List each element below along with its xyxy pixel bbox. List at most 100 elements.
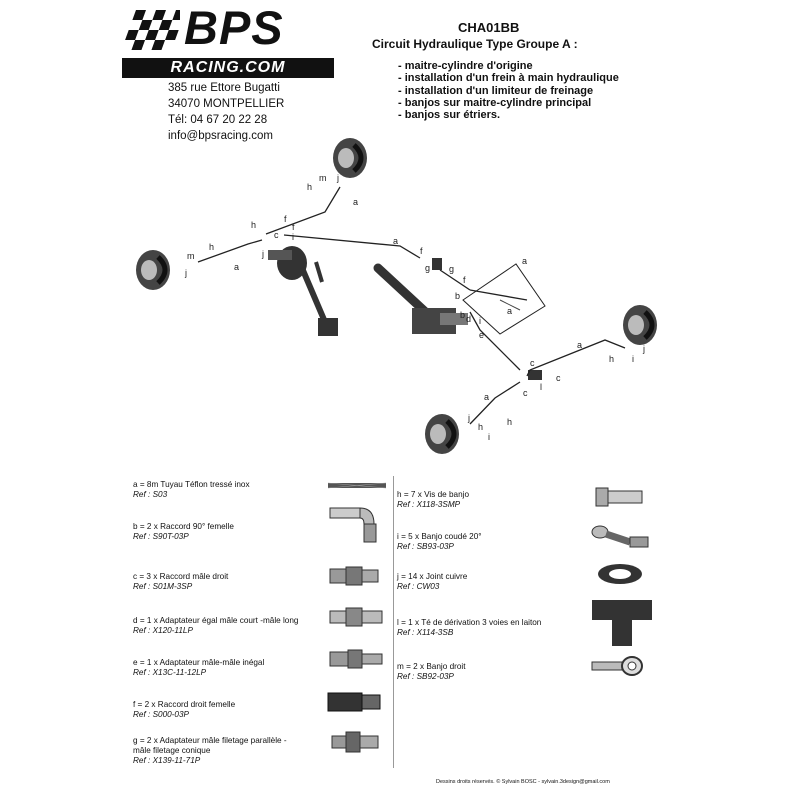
feature-item: - installation d'un frein à main hydraul… (398, 72, 619, 85)
rear-left-brake-disc (425, 414, 459, 454)
part-description: a = 8m Tuyau Téflon tressé inox (133, 480, 250, 489)
address-street: 385 rue Ettore Bugatti (168, 82, 280, 94)
master-cylinder (268, 246, 307, 280)
part-description: l = 1 x Té de dérivation 3 voies en lait… (397, 618, 542, 627)
label-h: h (609, 354, 614, 364)
label-j: j (467, 413, 470, 423)
label-g: g (425, 263, 430, 273)
part-ref: Ref : S03 (133, 490, 168, 499)
part-ref: Ref : X120-11LP (133, 626, 193, 635)
label-h: h (507, 417, 512, 427)
part-ref: Ref : S01M-3SP (133, 582, 193, 591)
label-m: m (187, 251, 195, 261)
label-h: h (307, 182, 312, 192)
label-i: i (479, 316, 481, 326)
column-divider (393, 476, 394, 768)
part-ref: Ref : CW03 (397, 582, 440, 591)
straight-banjo-icon (591, 656, 643, 676)
part-description: f = 2 x Raccord droit femelle (133, 700, 236, 709)
product-ref-code: CHA01BB (458, 20, 520, 35)
taper-adapter-icon (331, 731, 379, 753)
brake-limiter (432, 258, 546, 335)
part-item-a: a = 8m Tuyau Téflon tressé inox Ref : S0… (133, 480, 393, 500)
label-f: f (292, 222, 295, 232)
angled-banjo-icon (591, 525, 649, 548)
brake-pedal (299, 261, 338, 336)
label-a: a (507, 306, 512, 316)
part-item-l: l = 1 x Té de dérivation 3 voies en lait… (397, 618, 657, 638)
part-ref: Ref : X118-3SMP (397, 500, 461, 509)
label-i: i (632, 354, 634, 364)
feature-item: - banjos sur maitre-cylindre principal (398, 96, 592, 109)
part-description: c = 3 x Raccord mâle droit (133, 572, 229, 581)
part-description: i = 5 x Banjo coudé 20° (397, 532, 482, 541)
label-a: a (522, 256, 527, 266)
copyright-footer: Dessins droits réservés. © Sylvain BOSC … (436, 779, 610, 785)
hydraulic-handbrake (373, 263, 468, 334)
part-description: g = 2 x Adaptateur mâle filetage parallè… (133, 736, 287, 755)
banjo-bolt-icon (595, 487, 643, 507)
feature-item: - maitre-cylindre d'origine (398, 60, 533, 72)
address-city: 34070 MONTPELLIER (168, 98, 285, 110)
part-ref: Ref : SB93-03P (397, 542, 454, 551)
part-item-h: h = 7 x Vis de banjo Ref : X118-3SMP (397, 490, 657, 510)
label-h: h (478, 422, 483, 432)
label-a: a (393, 236, 398, 246)
part-ref: Ref : SB92-03P (397, 672, 454, 681)
part-item-i: i = 5 x Banjo coudé 20° Ref : SB93-03P (397, 532, 657, 552)
brake-lines (197, 186, 626, 425)
label-a: a (484, 392, 489, 402)
label-h: h (251, 220, 256, 230)
checkered-flag-icon (125, 10, 180, 50)
label-m: m (319, 173, 327, 183)
label-j: j (642, 344, 645, 354)
part-item-m: m = 2 x Banjo droit Ref : SB92-03P (397, 662, 657, 682)
adapter-icon (329, 607, 383, 627)
label-g: g (449, 264, 454, 274)
copper-washer-icon (598, 564, 642, 584)
part-item-c: c = 3 x Raccord mâle droit Ref : S01M-3S… (133, 572, 393, 592)
label-i: i (488, 432, 490, 442)
label-c: c (523, 388, 528, 398)
label-j: j (261, 249, 264, 259)
part-item-j: j = 14 x Joint cuivre Ref : CW03 (397, 572, 657, 592)
part-ref: Ref : X114-3SB (397, 628, 454, 637)
label-f: f (463, 275, 466, 285)
label-c: c (530, 358, 535, 368)
label-c: c (556, 373, 561, 383)
part-ref: Ref : X139-11-71P (133, 756, 201, 765)
part-ref: Ref : S90T-03P (133, 532, 189, 541)
label-a: a (353, 197, 358, 207)
elbow-fitting-icon (329, 507, 377, 543)
part-item-f: f = 2 x Raccord droit femelle Ref : S000… (133, 700, 393, 720)
circuit-title: Circuit Hydraulique Type Groupe A : (372, 37, 578, 51)
label-c: c (274, 230, 279, 240)
rear-right-brake-disc (623, 305, 657, 345)
part-description: j = 14 x Joint cuivre (397, 572, 468, 581)
hydraulic-circuit-diagram: h m j a h f f c i m h j j a a f g g a f … (136, 138, 657, 454)
brass-tee (528, 370, 542, 380)
part-ref: Ref : X13C-11-12LP (133, 668, 207, 677)
address-email: info@bpsracing.com (168, 130, 273, 142)
part-description: d = 1 x Adaptateur égal mâle court -mâle… (133, 616, 299, 625)
features-list: - maitre-cylindre d'origine - installati… (398, 60, 619, 121)
label-l: l (540, 382, 542, 392)
logo-website: RACING.COM (122, 58, 334, 78)
part-description: m = 2 x Banjo droit (397, 662, 466, 671)
label-h: h (209, 242, 214, 252)
female-fitting-icon (327, 692, 381, 712)
label-i: i (292, 232, 294, 242)
label-f: f (284, 214, 287, 224)
feature-item: - installation d'un limiteur de freinage (398, 84, 594, 97)
braided-hose-icon (328, 482, 387, 489)
contact-address: 385 rue Ettore Bugatti 34070 MONTPELLIER… (168, 80, 284, 144)
diagram-labels: h m j a h f f c i m h j j a a f g g a f … (184, 173, 645, 442)
brass-tee-icon (592, 600, 652, 646)
address-phone: Tél: 04 67 20 22 28 (168, 114, 268, 126)
label-b: b (455, 291, 460, 301)
feature-item: - banjos sur étriers. (398, 109, 501, 122)
label-f: f (420, 246, 423, 256)
front-right-brake-disc (333, 138, 367, 178)
part-item-b: b = 2 x Raccord 90° femelle Ref : S90T-0… (133, 522, 393, 542)
part-ref: Ref : S000-03P (133, 710, 189, 719)
